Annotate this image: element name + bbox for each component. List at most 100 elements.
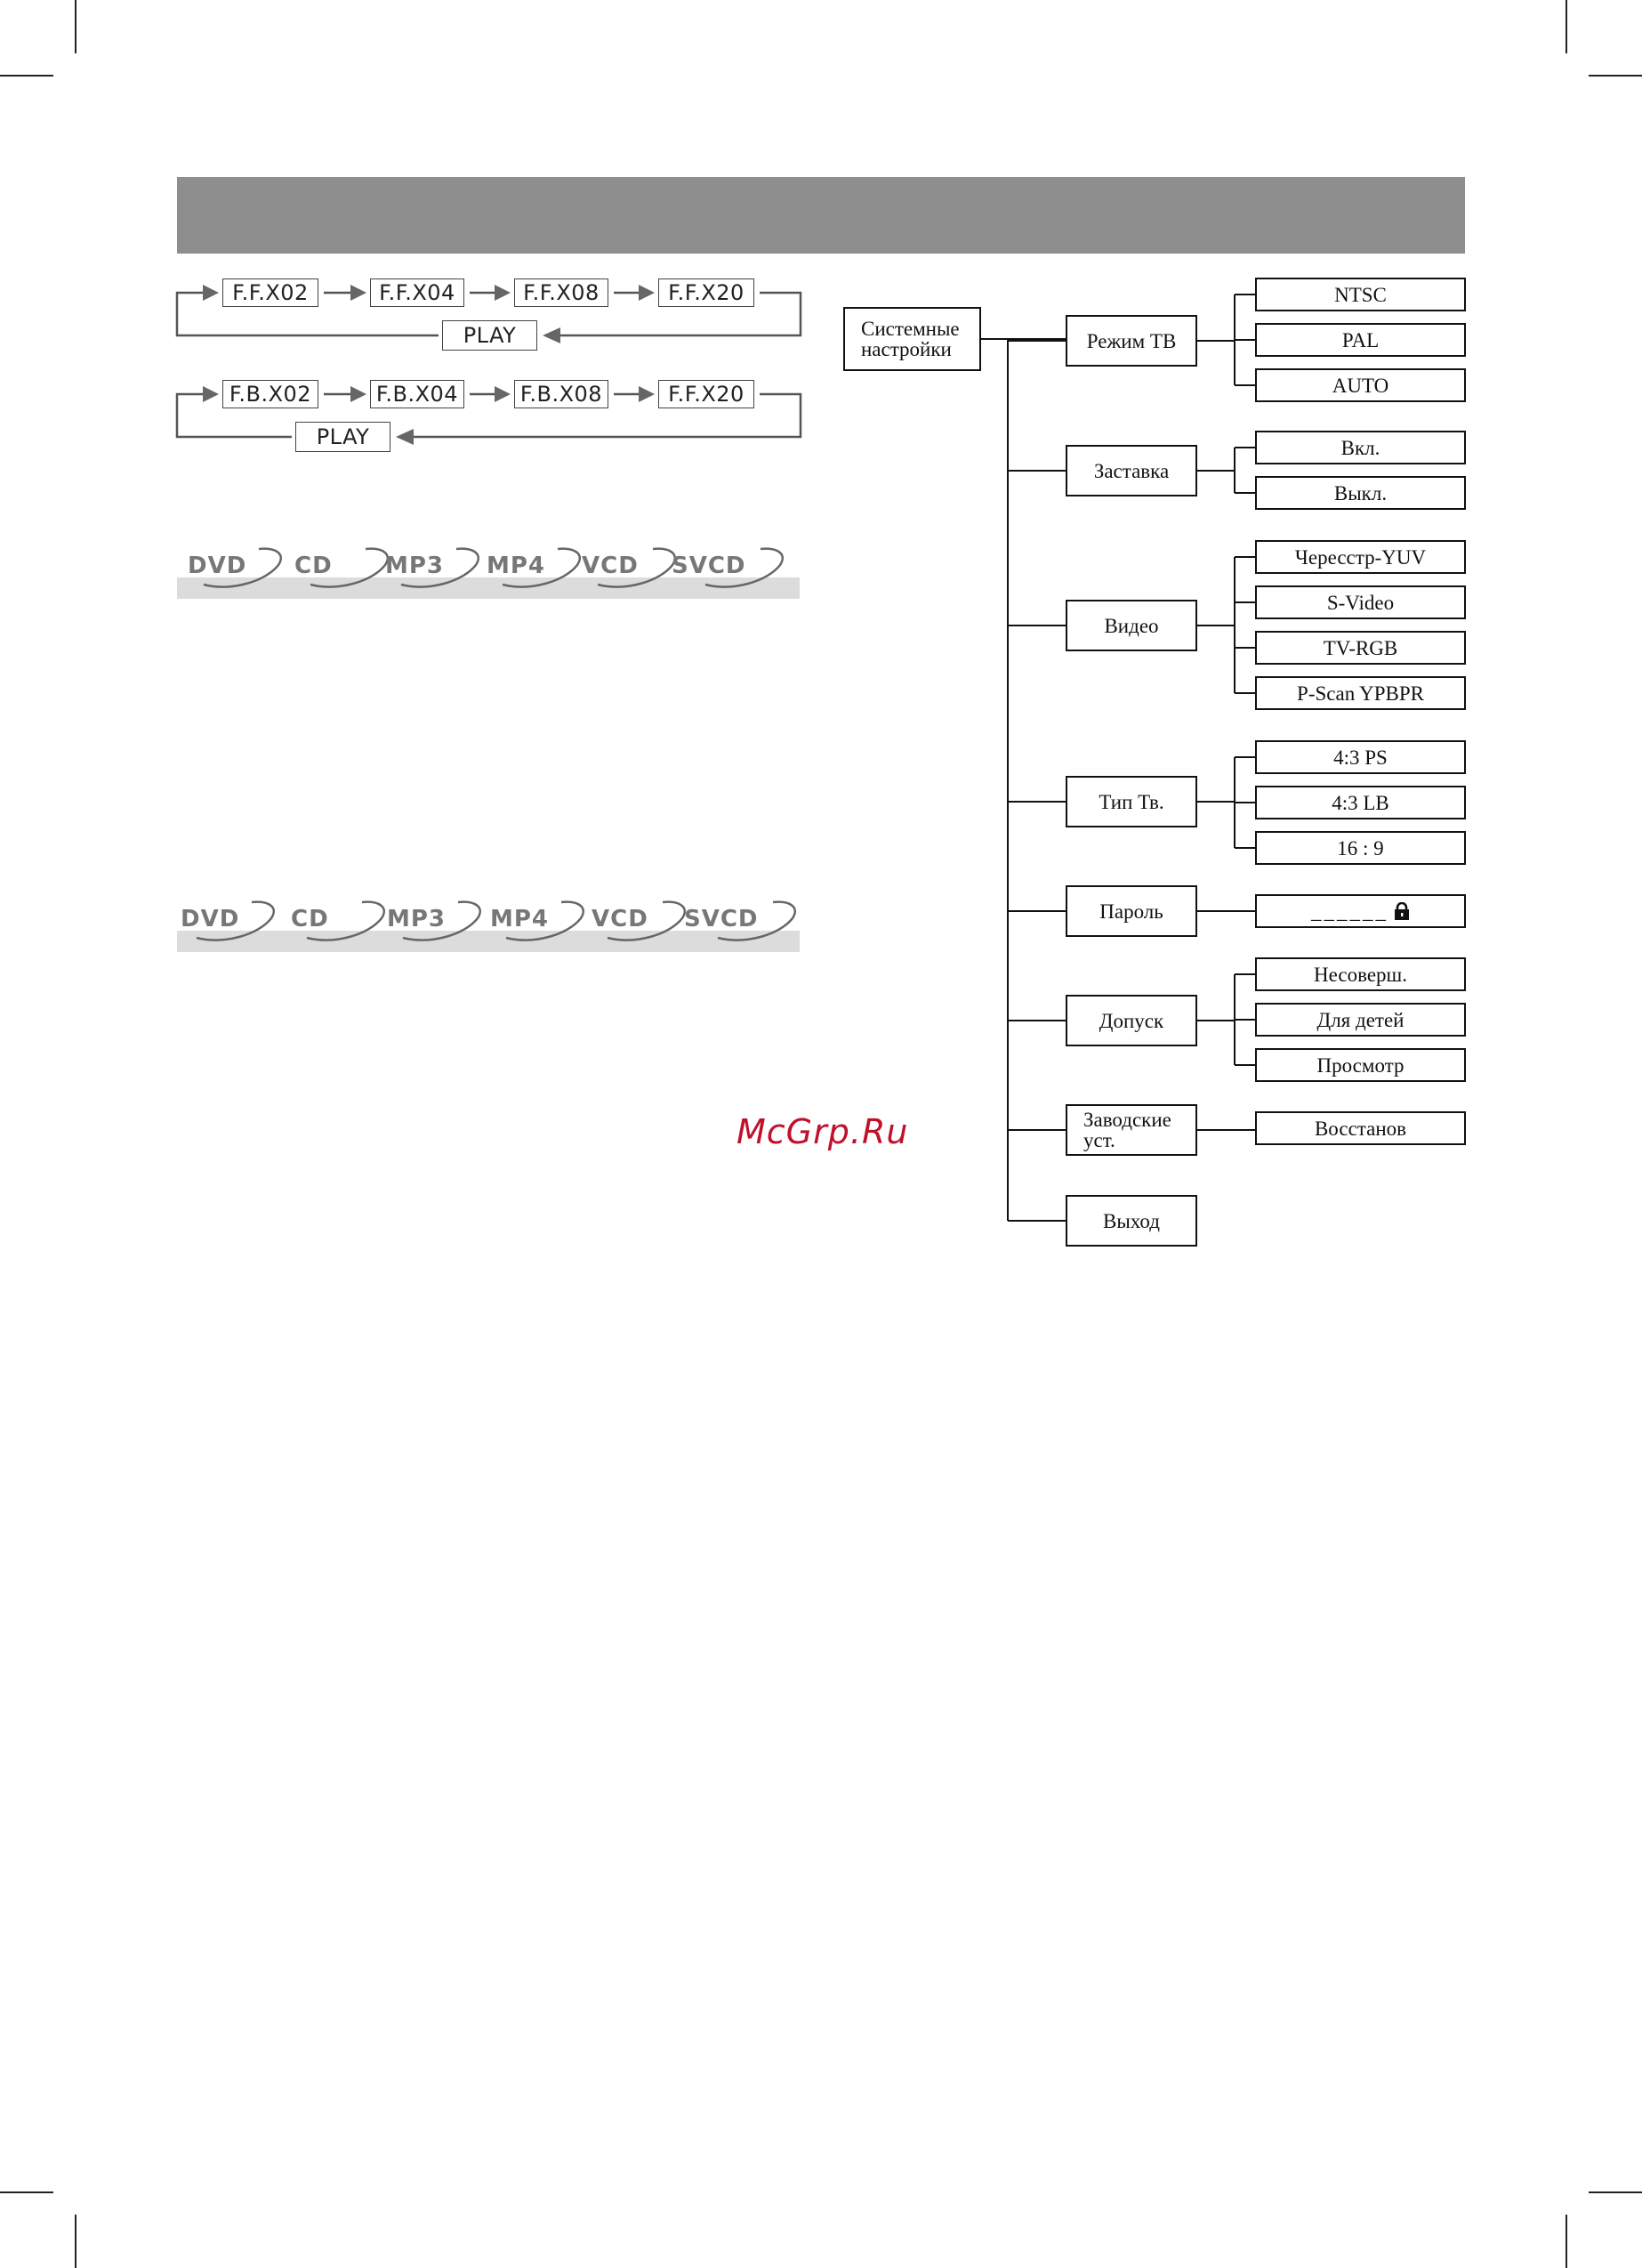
format-logo-cd: CD — [291, 906, 329, 932]
flow-line — [175, 291, 439, 337]
arrow-head — [543, 327, 560, 343]
menu-option-text: Выкл. — [1333, 481, 1388, 504]
format-strip-2: DVD CD MP3 MP4 VCD SVCD — [177, 892, 800, 954]
flow-line — [412, 392, 802, 439]
speed-step: F.F.X04 — [370, 278, 464, 307]
format-logo-vcd: VCD — [592, 906, 648, 932]
root-node-system-settings-text: настройки — [861, 338, 952, 360]
arrow-head — [396, 429, 414, 445]
format-band — [177, 577, 800, 599]
root-node-system-settings-text: Системные — [861, 318, 960, 340]
menu-branch-text: Тип Тв. — [1099, 790, 1164, 813]
menu-option: P-Scan YPBPR — [1255, 676, 1466, 710]
speed-step: F.F.X20 — [658, 278, 754, 307]
speed-step: F.B.X04 — [370, 380, 464, 408]
menu-branch-text: Заставка — [1093, 459, 1170, 482]
menu-branch: Заставка — [1066, 445, 1197, 496]
menu-option: 16 : 9 — [1255, 831, 1466, 865]
speed-arrows — [175, 285, 802, 445]
crop-mark — [75, 0, 76, 53]
menu-option: Чересстр-YUV — [1255, 540, 1466, 574]
menu-option-text: Восстанов — [1314, 1117, 1407, 1140]
lock-icon — [1395, 902, 1409, 920]
format-logo-mp3: MP3 — [385, 553, 445, 579]
menu-option-text: 16 : 9 — [1337, 836, 1384, 860]
speed-step: F.B.X02 — [222, 380, 318, 408]
disc-swoosh-icon — [310, 547, 389, 588]
menu-option: Вкл. — [1255, 431, 1466, 464]
menu-option: PAL — [1255, 323, 1466, 357]
menu-option: 4:3 LB — [1255, 786, 1466, 819]
menu-branch: Тип Тв. — [1066, 776, 1197, 827]
arrow-head — [495, 285, 511, 301]
menu-option-text: NTSC — [1334, 283, 1387, 306]
menu-option: 4:3 PS — [1255, 740, 1466, 774]
disc-swoosh-icon — [502, 547, 581, 588]
menu-option-text: TV-RGB — [1323, 636, 1398, 659]
play-label: PLAY — [442, 320, 537, 351]
speed-step: F.F.X20 — [658, 380, 754, 408]
arrow-head — [639, 285, 655, 301]
menu-branch-text: Видео — [1104, 614, 1159, 637]
arrow-head — [495, 386, 511, 402]
disc-swoosh-icon — [597, 547, 676, 588]
menu-option-text: AUTO — [1332, 374, 1389, 397]
speed-step: F.F.X02 — [222, 278, 318, 307]
menu-option: TV-RGB — [1255, 631, 1466, 665]
menu-option: Восстанов — [1255, 1111, 1466, 1145]
crop-mark — [1566, 0, 1567, 53]
arrow-head — [639, 386, 655, 402]
arrow-head — [203, 386, 219, 402]
play-label: PLAY — [295, 422, 390, 452]
format-logo-mp3: MP3 — [387, 906, 447, 932]
crop-mark — [0, 2191, 53, 2193]
flow-line — [175, 392, 292, 439]
menu-branch-text: Пароль — [1099, 900, 1163, 923]
disc-swoosh-icon — [607, 900, 686, 941]
crop-mark — [1589, 75, 1642, 77]
menu-option-text: S-Video — [1326, 591, 1395, 614]
menu-option: NTSC — [1255, 278, 1466, 311]
menu-branch: Режим ТВ — [1066, 315, 1197, 367]
menu-option-text: PAL — [1341, 328, 1380, 351]
menu-option-text: Просмотр — [1316, 1053, 1405, 1077]
menu-option-text: Для детей — [1316, 1008, 1405, 1031]
menu-branch-text: Заводские — [1083, 1109, 1171, 1131]
format-logo-dvd: DVD — [181, 906, 240, 932]
menu-tree-connectors — [981, 294, 1255, 1222]
menu-branch-text: уст. — [1083, 1129, 1115, 1151]
format-logo-vcd: VCD — [582, 553, 639, 579]
section-header-bar — [177, 177, 1465, 254]
menu-option-text: 4:3 PS — [1333, 746, 1388, 769]
menu-option-text: Несоверш. — [1314, 963, 1407, 986]
disc-swoosh-icon — [717, 900, 796, 941]
menu-branch: Видео — [1066, 600, 1197, 651]
watermark: McGrp.Ru — [736, 1112, 909, 1151]
format-logo-dvd: DVD — [188, 553, 247, 579]
disc-swoosh-icon — [402, 900, 481, 941]
disc-swoosh-icon — [400, 547, 479, 588]
menu-option-text: Чересстр-YUV — [1294, 545, 1427, 569]
flow-line — [559, 291, 802, 337]
disc-swoosh-icon — [196, 900, 275, 941]
speed-step: F.F.X08 — [514, 278, 608, 307]
menu-option-text: ______ — [1311, 900, 1388, 923]
menu-branch-text: Выход — [1103, 1209, 1160, 1232]
format-logo-mp4: MP4 — [487, 553, 546, 579]
arrow-head — [203, 285, 219, 301]
format-logo-svcd: SVCD — [684, 906, 759, 932]
arrow-head — [350, 285, 366, 301]
menu-option: Для детей — [1255, 1003, 1466, 1037]
arrow-head — [350, 386, 366, 402]
format-logo-mp4: MP4 — [490, 906, 550, 932]
menu-option: Выкл. — [1255, 476, 1466, 510]
menu-option: S-Video — [1255, 585, 1466, 619]
crop-mark — [1566, 2215, 1567, 2268]
disc-swoosh-icon — [704, 547, 784, 588]
menu-branch-text: Режим ТВ — [1086, 329, 1177, 352]
menu-branch: Выход — [1066, 1195, 1197, 1247]
menu-option-text: P-Scan YPBPR — [1297, 682, 1424, 705]
